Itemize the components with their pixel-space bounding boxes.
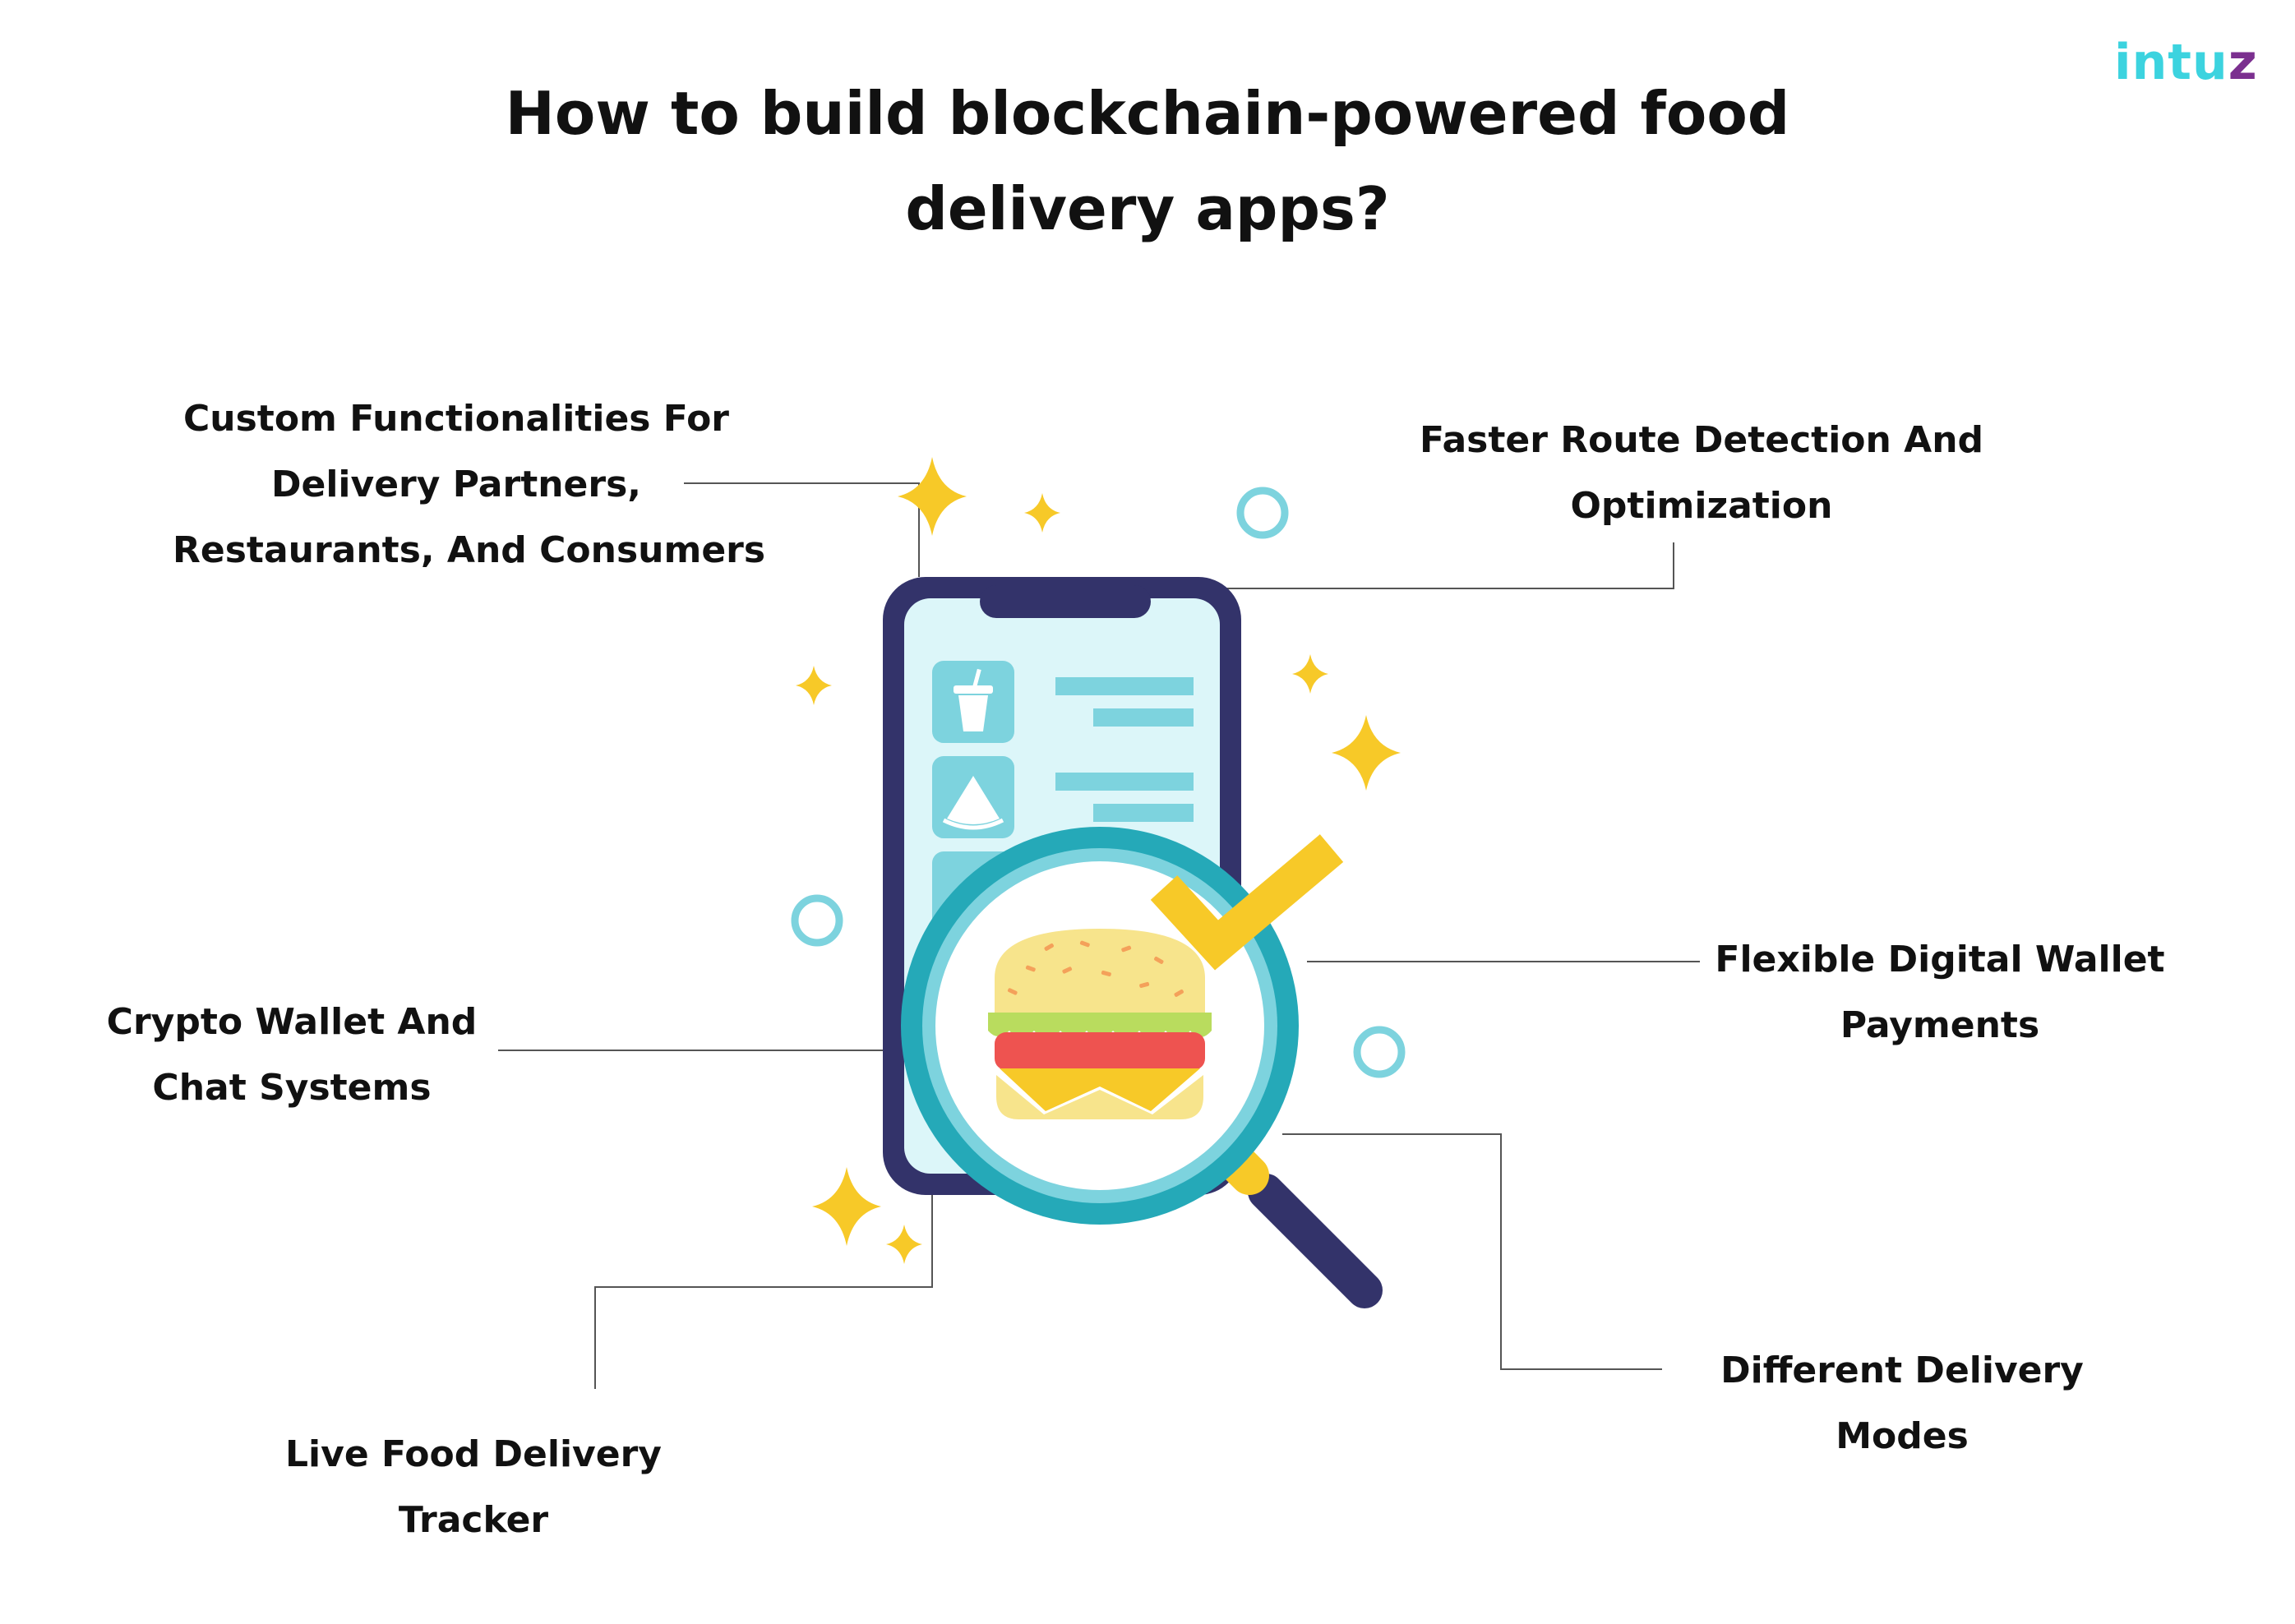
feature-line: Different Delivery: [1720, 1349, 2084, 1391]
text-line-placeholder: [1093, 708, 1194, 727]
feature-line: Chat Systems: [152, 1067, 432, 1109]
sparkle-icon: [812, 1167, 881, 1246]
feature-custom-functionalities: Custom Functionalities For Delivery Part…: [173, 386, 766, 584]
ring-icons: [791, 487, 1406, 1078]
feature-line: Flexible Digital Wallet: [1715, 939, 2165, 980]
page-title: How to build blockchain-powered food del…: [326, 66, 1969, 256]
connector-route: [1223, 542, 1674, 589]
feature-line: Custom Functionalities For: [182, 398, 730, 440]
text-line-placeholder: [1055, 773, 1194, 791]
feature-digital-wallet-payments: Flexible Digital Wallet Payments: [1710, 927, 2170, 1059]
title-line-1: How to build blockchain-powered food: [505, 79, 1790, 148]
sparkle-icon: [898, 457, 967, 536]
sparkle-icon: [1292, 654, 1328, 694]
checkmark-icon: [1150, 834, 1344, 971]
ring-icon: [791, 894, 843, 947]
connector-tracker: [594, 1192, 933, 1389]
feature-delivery-modes: Different Delivery Modes: [1697, 1338, 2108, 1469]
ring-icon: [1236, 487, 1289, 539]
sparkle-icon: [1024, 493, 1060, 533]
drink-cup-icon: [954, 668, 993, 731]
connector-custom: [684, 482, 920, 577]
phone-notch: [980, 585, 1151, 618]
burger-icon: [988, 929, 1212, 1119]
connector-lines: [498, 482, 1700, 1389]
magnifier-handle: [1248, 1174, 1383, 1308]
feature-line: Crypto Wallet And: [106, 1001, 478, 1043]
burger-top-bun: [995, 929, 1205, 1014]
brand-logo: intuz: [2114, 30, 2258, 95]
feature-line: Restaurants, And Consumers: [173, 529, 766, 571]
feature-route-optimization: Faster Route Detection And Optimization: [1414, 408, 1989, 539]
feature-line: Faster Route Detection And: [1419, 419, 1984, 461]
feature-crypto-wallet: Crypto Wallet And Chat Systems: [99, 990, 485, 1121]
sparkle-icon: [796, 666, 832, 705]
text-line-placeholder: [1093, 804, 1194, 822]
burger-bottom-bun: [996, 1075, 1203, 1119]
logo-text-accent: z: [2228, 34, 2258, 91]
connector-modes: [1282, 1133, 1662, 1370]
feature-line: Live Food Delivery: [285, 1433, 662, 1475]
title-line-2: delivery apps?: [905, 174, 1390, 243]
burger-tomato: [995, 1032, 1205, 1070]
burger-cheese: [1000, 1068, 1200, 1111]
feature-line: Modes: [1836, 1415, 1969, 1457]
feature-line: Delivery Partners,: [270, 464, 641, 505]
sparkle-icon: [1332, 715, 1401, 791]
feature-line: Payments: [1840, 1004, 2040, 1046]
sparkle-icon: [886, 1225, 922, 1264]
watermelon-slice-icon: [942, 776, 1004, 830]
feature-line: Tracker: [398, 1499, 549, 1541]
feature-delivery-tracker: Live Food Delivery Tracker: [276, 1422, 671, 1553]
ring-icon: [1353, 1026, 1406, 1078]
sesame-seeds: [1007, 940, 1184, 997]
logo-text-main: intu: [2114, 34, 2228, 91]
text-line-placeholder: [1055, 677, 1194, 695]
sparkle-icons: [796, 457, 1401, 1264]
feature-line: Optimization: [1570, 485, 1833, 527]
